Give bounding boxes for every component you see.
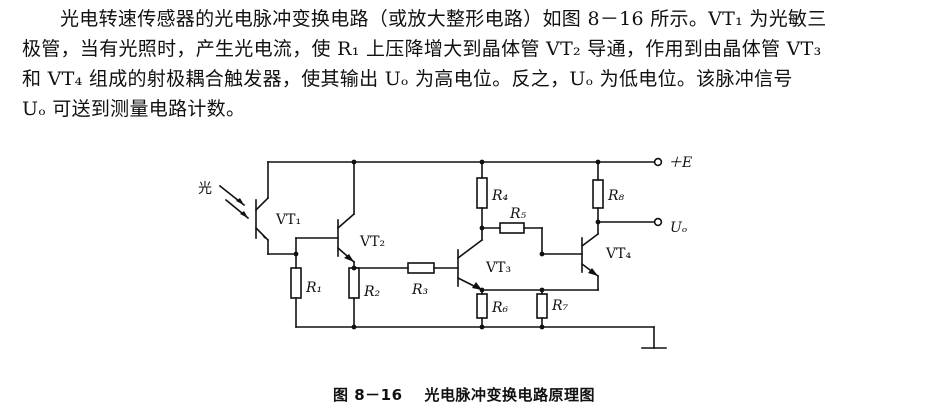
figure-caption: 图 8－16 光电脉冲变换电路原理图 [0,384,928,405]
paragraph-line-1: 光电转速传感器的光电脉冲变换电路（或放大整形电路）如图 8－16 所示。VT₁ … [60,8,827,30]
light-label: 光 [198,181,212,197]
r1-label: R₁ [305,280,322,296]
body-paragraph: 光电转速传感器的光电脉冲变换电路（或放大整形电路）如图 8－16 所示。VT₁ … [22,4,922,124]
paragraph-line-3: 和 VT₄ 组成的射极耦合触发器，使其输出 Uₒ 为高电位。反之，Uₒ 为低电位… [22,68,793,90]
r3-label: R₃ [411,282,429,298]
figure-number: 图 8－16 [332,386,403,404]
vt4-label: VT₄ [605,246,631,262]
r5-label: R₅ [509,206,527,222]
paragraph-line-2: 极管，当有光照时，产生光电流，使 R₁ 上压降增大到晶体管 VT₂ 导通，作用到… [22,38,822,60]
output-label: Uₒ [670,220,687,236]
vt2-label: VT₂ [359,234,385,250]
r7-label: R₇ [551,298,569,314]
r8-label: R₈ [607,188,625,204]
r2-label: R₂ [363,284,381,300]
supply-label: ＋E [668,155,692,171]
r4-label: R₄ [491,188,509,204]
figure-title: 光电脉冲变换电路原理图 [424,386,596,404]
r6-label: R₆ [491,300,509,316]
paragraph-line-4: Uₒ 可送到测量电路计数。 [22,98,246,120]
vt1-label: VT₁ [275,212,301,228]
vt3-label: VT₃ [485,260,511,276]
